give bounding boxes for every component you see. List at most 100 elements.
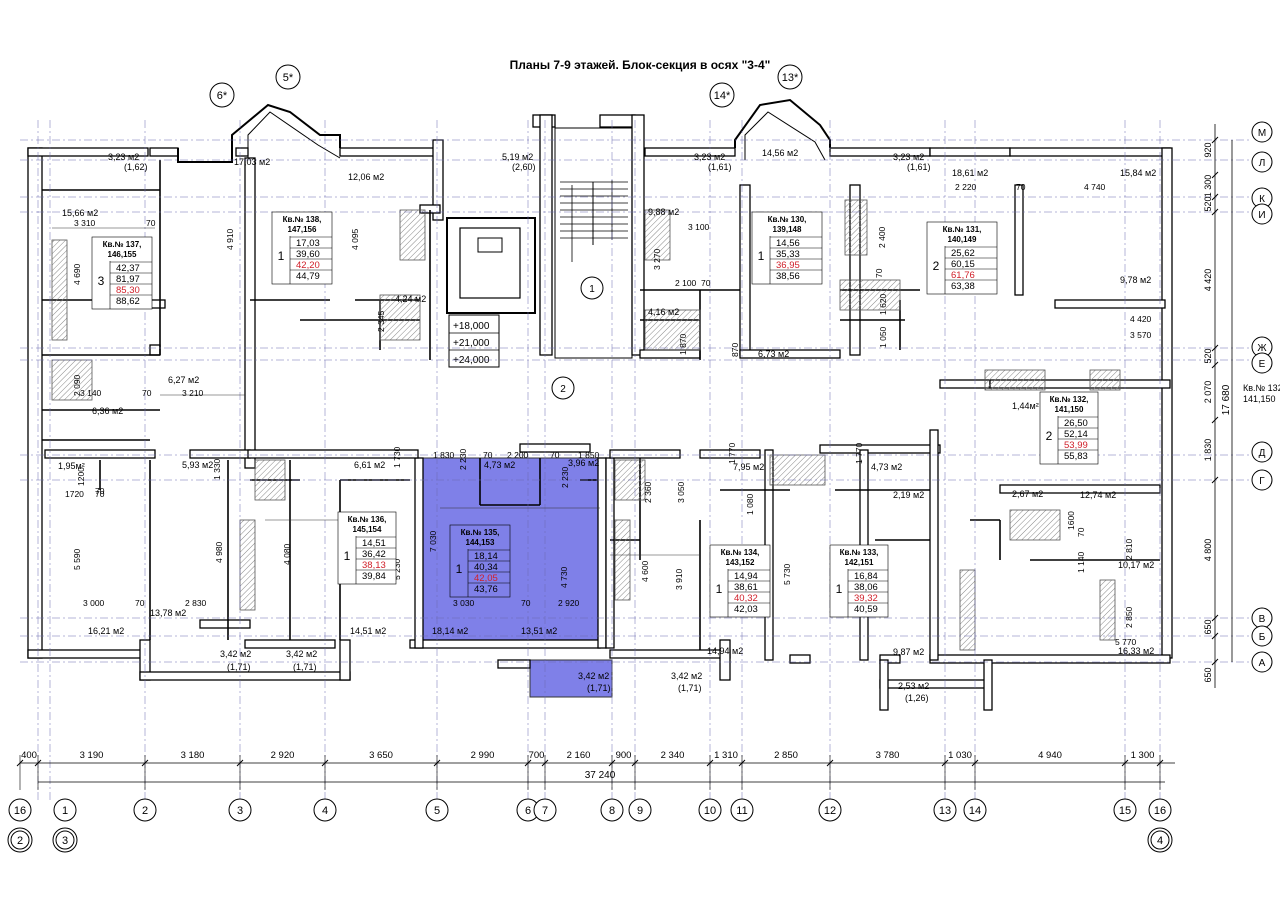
interior-dimension: 1 620 (878, 293, 888, 315)
axis-top-circle (209, 82, 235, 108)
interior-dimension: 70 (874, 268, 884, 278)
right-dimension: 650 (1203, 667, 1213, 682)
right-dimension: 650 (1203, 619, 1213, 634)
fixture (1089, 369, 1121, 391)
axis-circle (313, 798, 337, 822)
fixture (984, 369, 1046, 391)
interior-dimension: 70 (550, 450, 560, 460)
apartment-rooms: 1 (278, 249, 285, 263)
apartment-area: 18,14 (474, 551, 498, 562)
apartment-number: Кв.№ 137, (103, 240, 142, 249)
axis-right-label: М (1258, 128, 1266, 139)
apartment-number: Кв.№ 135, (461, 528, 500, 537)
apartment-area: 39,32 (854, 593, 878, 604)
room-label: (1,26) (905, 693, 929, 703)
stair-marker-circle (551, 376, 575, 400)
interior-dimension: 3 100 (688, 222, 710, 232)
room-label: 13,78 м2 (150, 608, 186, 618)
axis-label: 16 (14, 805, 26, 817)
interior-dimension: 70 (483, 450, 493, 460)
room-label: 13,51 м2 (521, 626, 557, 636)
axis-label-extra: 3 (62, 835, 68, 847)
wall (149, 147, 179, 157)
room-label: 15,66 м2 (62, 208, 98, 218)
wall (719, 639, 731, 681)
axis-top-circle (709, 82, 735, 108)
interior-dimension: 3 140 (80, 388, 102, 398)
room-label: 6,27 м2 (168, 375, 199, 385)
apartment-area: 17,03 (296, 238, 320, 249)
tick (1211, 614, 1219, 622)
axis-top-label: 13* (782, 72, 799, 84)
axis-right-label: Е (1259, 359, 1266, 370)
axis-label: 12 (824, 805, 836, 817)
room-label: 14,94 м2 (707, 646, 743, 656)
interior-dimension: 3 570 (1130, 330, 1152, 340)
axis-right-circle (1251, 121, 1273, 143)
interior-dimension: 2 400 (877, 226, 887, 248)
room-label: (1,61) (907, 162, 931, 172)
wall (189, 449, 251, 459)
axis-circle (1113, 798, 1137, 822)
interior-dimension: 1 080 (745, 493, 755, 515)
axis-top-label: 5* (283, 72, 294, 84)
axis-label: 9 (637, 805, 643, 817)
apartment-135-fill (417, 457, 604, 642)
right-dimension: 2 070 (1203, 381, 1213, 404)
room-label: 15,84 м2 (1120, 168, 1156, 178)
apartment-labels: Кв.№ 137,146,155342,3781,9785,3088,62Кв.… (91, 211, 1099, 618)
apartment-number: Кв.№ 130, (768, 215, 807, 224)
room-label: (1,71) (293, 662, 317, 672)
right-dimension: 1 300 (1203, 175, 1213, 198)
apartment-area: 26,50 (1064, 418, 1088, 429)
apartment-rooms: 1 (836, 582, 843, 596)
interior-dimension: 1 140 (1076, 551, 1086, 573)
interior-dimension: 70 (1016, 182, 1026, 192)
wall (819, 444, 941, 454)
wall (539, 114, 553, 356)
interior-dimension: 1 870 (678, 333, 688, 355)
interior-dimension: 2 100 (675, 278, 697, 288)
room-label: 141,150 (1243, 394, 1276, 404)
wall (247, 449, 419, 459)
apartment-area: 60,15 (951, 259, 975, 270)
wall (939, 379, 991, 389)
apartment-units: 140,149 (948, 235, 977, 244)
right-dimension: 1 830 (1203, 439, 1213, 462)
wall (244, 639, 336, 649)
bottom-dimension: 900 (616, 750, 632, 761)
bottom-dimension: 1 030 (948, 750, 972, 761)
interior-dimension: 1 730 (392, 446, 402, 468)
apartment-area: 55,83 (1064, 451, 1088, 462)
wall (739, 349, 841, 359)
wall (639, 349, 701, 359)
stair-marker-label: 2 (560, 384, 566, 395)
room-label: 4,73 м2 (484, 460, 515, 470)
wall (599, 114, 636, 128)
fixture (239, 519, 256, 611)
wall (789, 654, 811, 664)
wall (519, 443, 591, 453)
tick (1211, 171, 1219, 179)
stair-marker-circle (580, 276, 604, 300)
tick (1211, 208, 1219, 216)
room-label: 14,56 м2 (762, 148, 798, 158)
wall (1054, 299, 1166, 309)
wall (879, 654, 901, 664)
wall (631, 114, 645, 356)
room-label: 4,24 м2 (395, 294, 426, 304)
room-label: (1,62) (124, 162, 148, 172)
wall (199, 619, 251, 629)
apartment-number: Кв.№ 138, (283, 215, 322, 224)
fixture (1009, 509, 1061, 541)
bottom-dimension: 4 940 (1038, 750, 1062, 761)
stairwell (554, 127, 633, 359)
interior-dimension: 70 (95, 489, 105, 499)
apartment-area: 40,34 (474, 562, 498, 573)
apartment-area: 14,56 (776, 238, 800, 249)
walls (27, 98, 1173, 711)
interior-dimension: 5 590 (72, 548, 82, 570)
